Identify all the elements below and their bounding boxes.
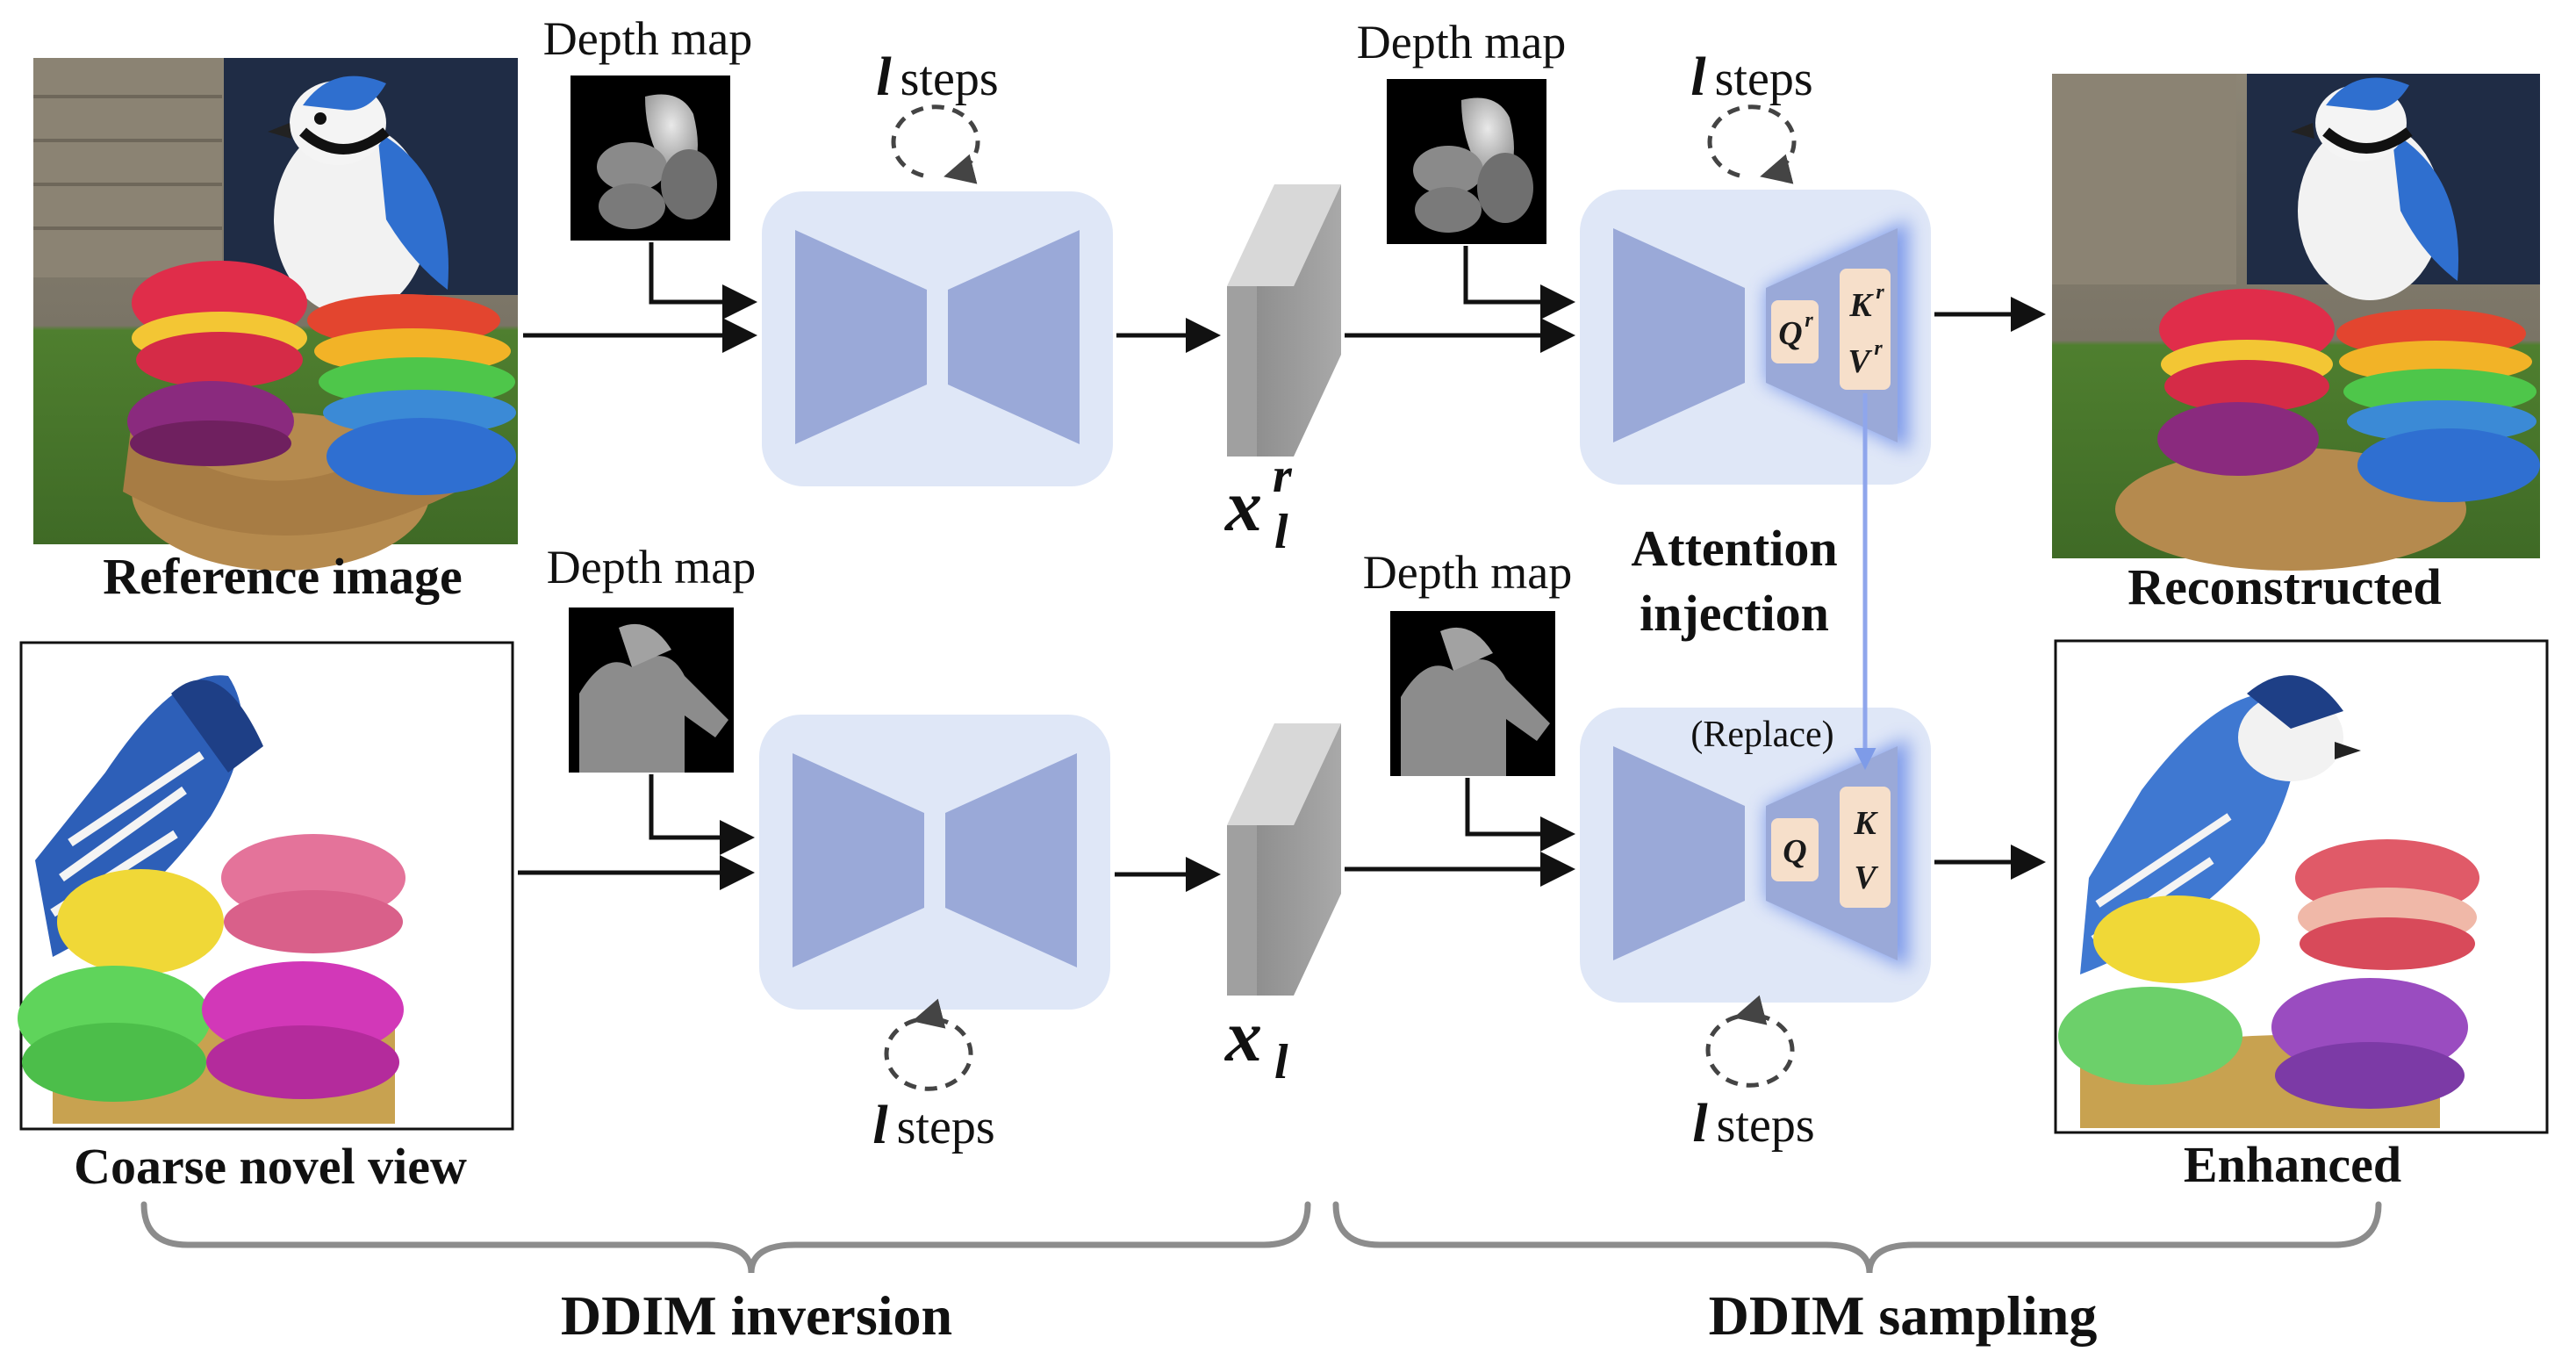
latent-ref-sub: l [1274,505,1288,559]
attention-injection-line2: injection [1640,585,1829,642]
attention-qkv-novel: Q K V [1771,787,1891,908]
steps-symbol: l [1690,47,1706,107]
latent-novel [1227,723,1341,996]
steps-word: steps [897,1100,995,1154]
latent-novel-sub: l [1274,1035,1288,1089]
steps-symbol: l [872,1096,888,1155]
brace-ddim-inversion [140,1201,1311,1274]
q-ref-sup: r [1805,309,1813,332]
enhanced-label: Enhanced [2184,1136,2401,1193]
latent-ref-sup: r [1273,449,1293,503]
depth-map-novel-sampling [1390,611,1555,776]
depth-map-ref-sampling [1387,79,1546,244]
unet-ref-inversion [762,191,1113,486]
ddim-sampling-label: DDIM sampling [1709,1284,2098,1347]
k-ref-label: K [1848,287,1874,324]
depth-map-label-novel-sampling: Depth map [1363,546,1572,599]
attention-qkv-ref: Q r K r V r [1771,269,1891,390]
reconstructed-image [2052,74,2540,571]
depth-map-label-novel-inversion: Depth map [547,541,756,593]
depth-map-novel-inversion [569,608,734,773]
v-label: V [1854,859,1878,896]
brace-ddim-sampling [1332,1201,2382,1274]
enhanced-image [2054,639,2549,1134]
v-ref-sup: r [1874,337,1883,360]
replace-label: (Replace) [1690,715,1833,755]
q-label: Q [1783,833,1806,870]
depth-map-label-ref-inversion: Depth map [543,12,752,65]
k-ref-sup: r [1876,281,1884,304]
latent-ref-base: x [1223,465,1262,547]
reconstructed-label: Reconstructed [2128,558,2442,615]
coarse-novel-view-label: Coarse novel view [74,1138,467,1195]
reference-image-label: Reference image [103,548,463,605]
latent-ref [1227,184,1341,457]
steps-symbol: l [876,47,892,107]
steps-word: steps [901,52,999,106]
v-ref-label: V [1848,343,1872,380]
unet-novel-inversion [759,715,1110,1010]
latent-novel-base: x [1223,996,1262,1077]
depth-map-label-ref-sampling: Depth map [1357,16,1566,68]
depth-map-ref-inversion [570,75,730,241]
steps-word: steps [1717,1098,1815,1153]
q-ref-label: Q [1778,315,1802,352]
coarse-novel-view-image [18,641,514,1131]
ddim-inversion-label: DDIM inversion [561,1284,952,1347]
reference-image [33,58,518,571]
k-label: K [1853,805,1878,842]
steps-word: steps [1715,52,1813,106]
steps-symbol: l [1692,1094,1708,1154]
attention-injection-line1: Attention [1631,520,1837,577]
flow-arrows [518,242,2046,892]
